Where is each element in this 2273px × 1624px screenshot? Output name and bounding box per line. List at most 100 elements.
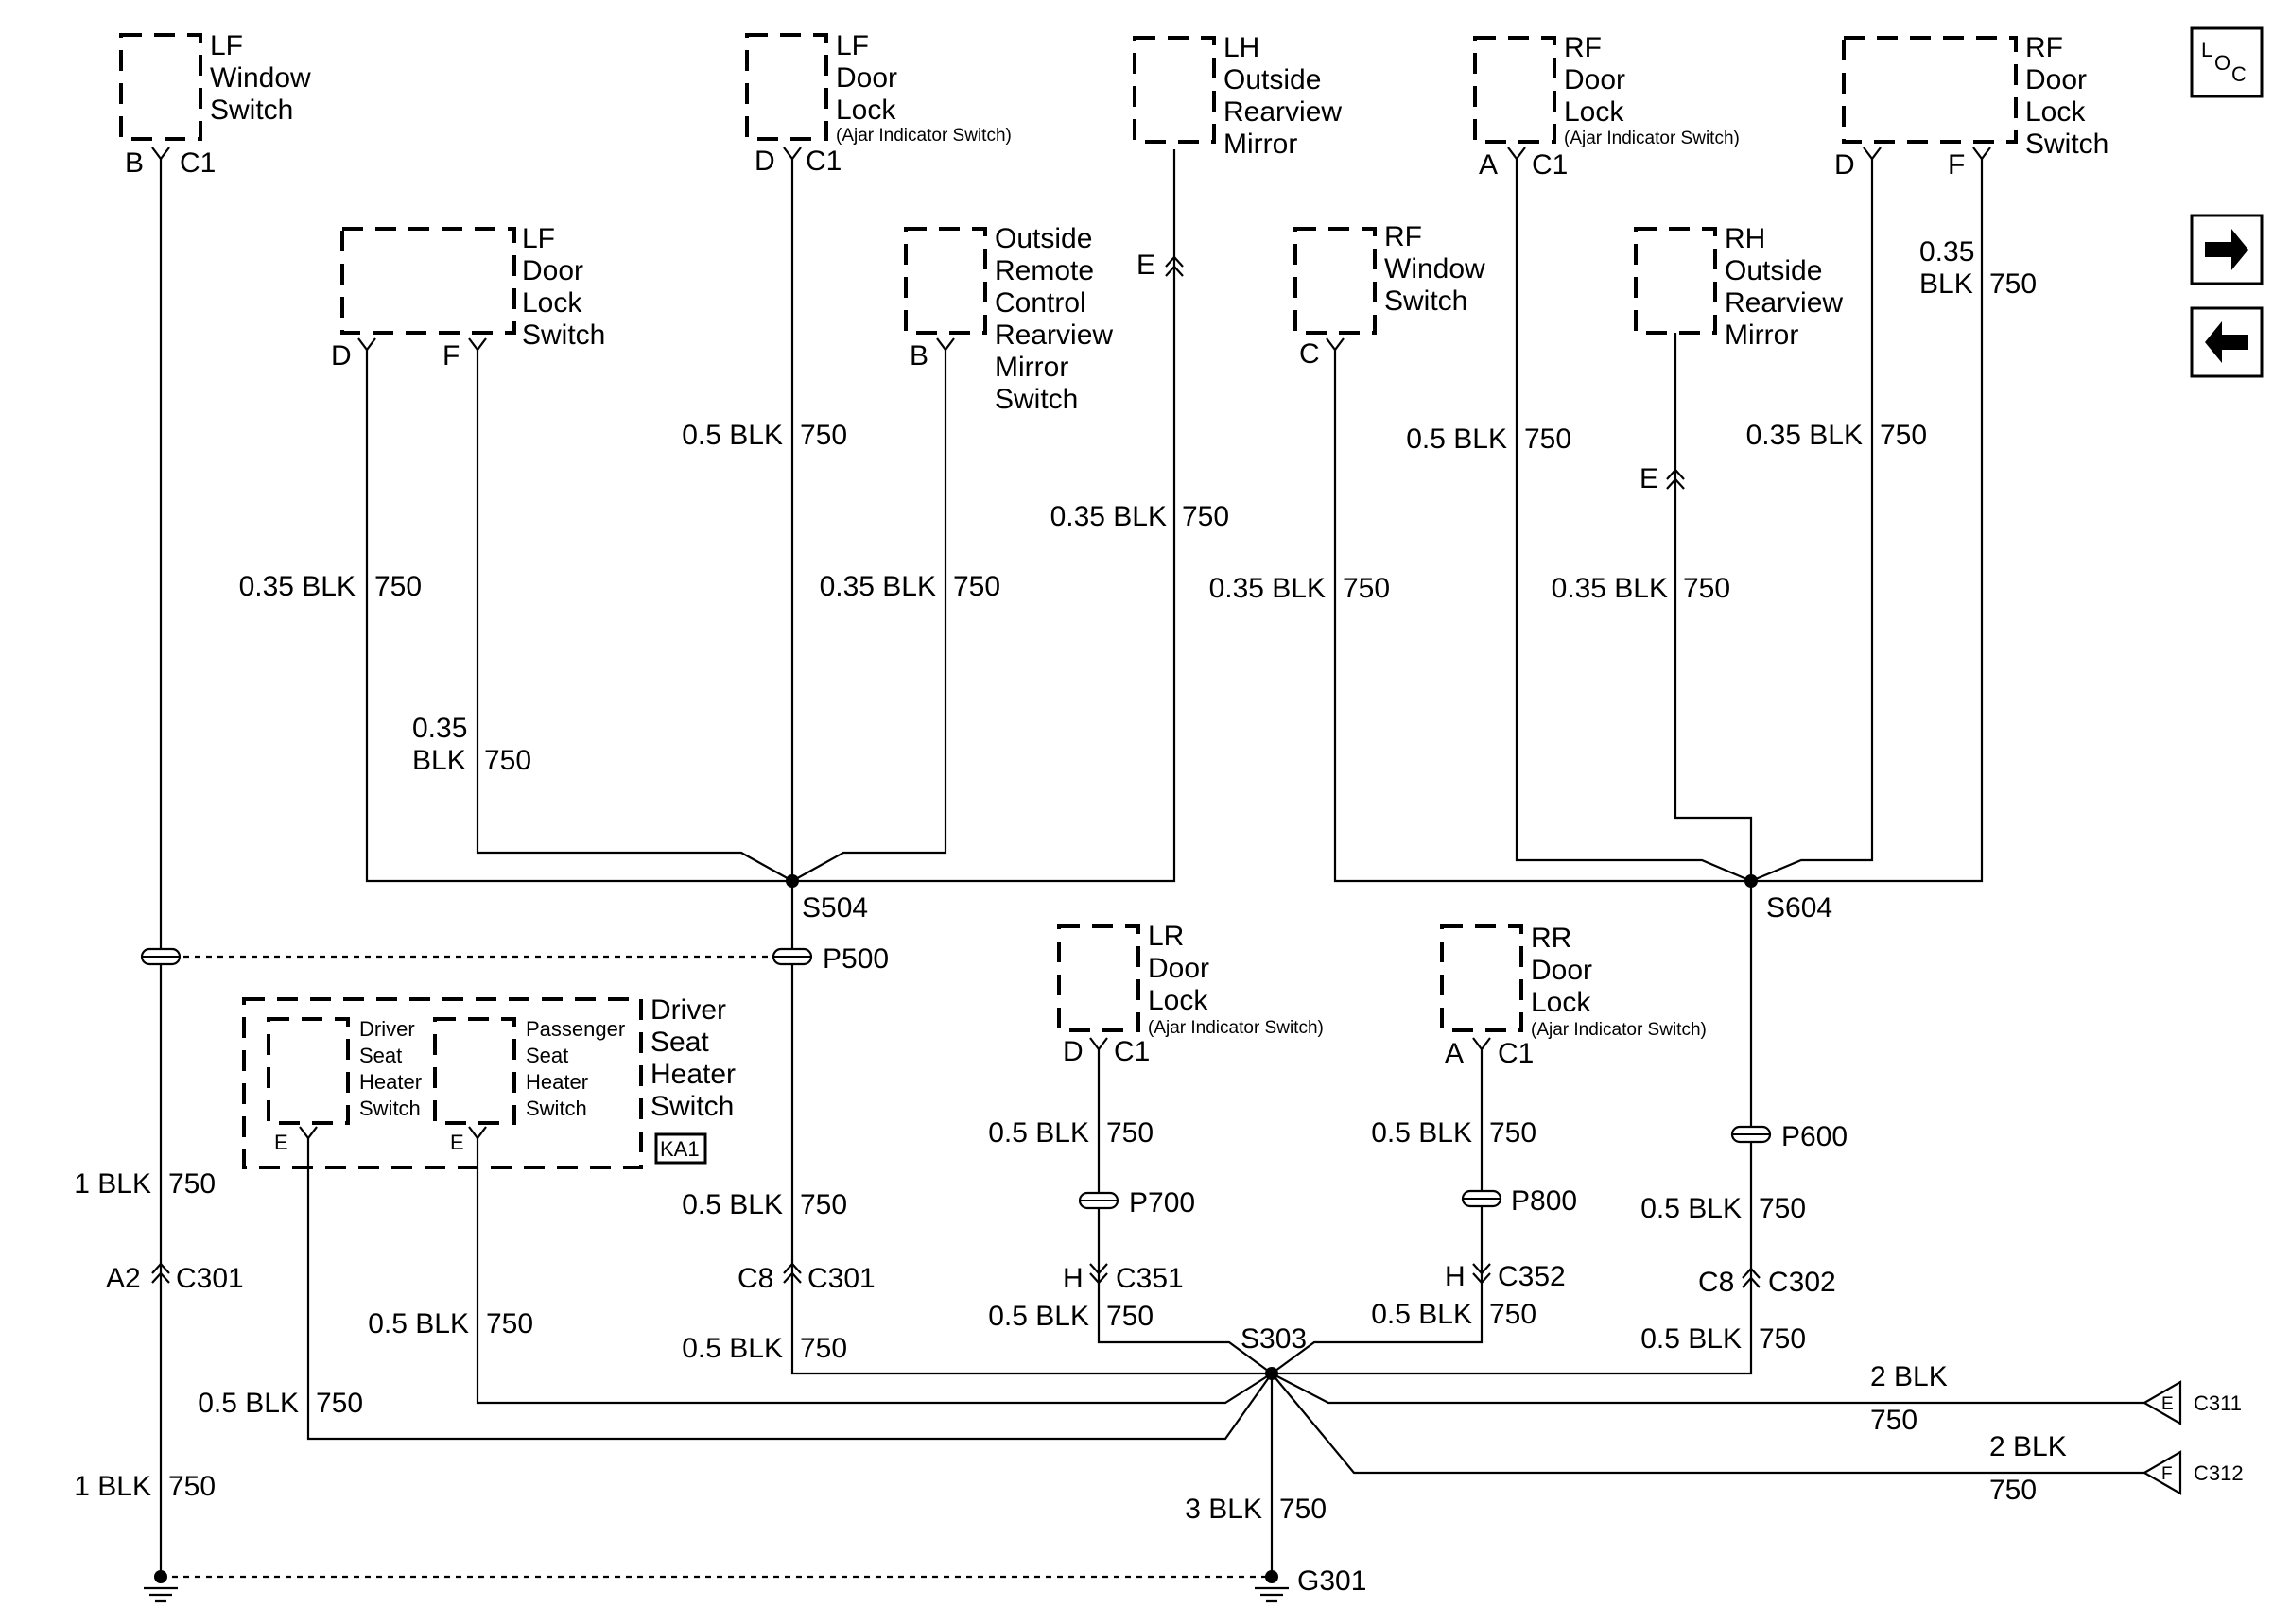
pin-label: A: [1479, 149, 1498, 181]
circuit-label: 750: [1524, 423, 1571, 455]
remote-mirror-switch-label: Remote: [995, 255, 1094, 286]
lr-door-lock-label: LR: [1148, 921, 1184, 952]
wire-gauge-label: 0.35 BLK: [1050, 501, 1167, 532]
circuit-label: 750: [316, 1388, 363, 1419]
circuit-label: 750: [1106, 1117, 1154, 1149]
wire-lf-door-lock: [790, 159, 1272, 1375]
rf-door-lock-label: Door: [1564, 64, 1625, 95]
lf-door-lock-box: [745, 33, 828, 141]
wire-gauge-label: 0.35 BLK: [1552, 573, 1668, 604]
inline-connector-icon: [1089, 1263, 1108, 1285]
splice-label: S604: [1766, 892, 1832, 924]
seat-heater-group-label: Switch: [651, 1091, 734, 1122]
arrow-left-icon[interactable]: [2205, 321, 2248, 363]
wire-gauge-label: 0.5 BLK: [1640, 1193, 1742, 1224]
ajar-indicator-label: (Ajar Indicator Switch): [1531, 1020, 1707, 1040]
inline-connector-icon: [1742, 1267, 1761, 1288]
pin-label: D: [755, 146, 775, 177]
terminal-pin-icon: [936, 337, 955, 352]
circuit-label: 750: [486, 1308, 533, 1339]
inline-connector-icon: [783, 1262, 802, 1284]
lf-door-lock-switch-box: [340, 227, 516, 335]
rf-door-lock-switch-box: [1842, 36, 2018, 144]
splice-s303-dot: [1265, 1367, 1278, 1380]
wire-gauge-label: 3 BLK: [1185, 1494, 1262, 1525]
wire-driver-seat-heater: [306, 1138, 1273, 1441]
remote-mirror-switch-label: Mirror: [995, 352, 1068, 383]
connector-c311-icon: [2142, 1380, 2182, 1425]
circuit-label: 750: [484, 745, 531, 776]
circuit-label: 750: [1106, 1301, 1154, 1332]
circuit-label: 750: [1989, 1475, 2037, 1506]
ajar-indicator-label: (Ajar Indicator Switch): [1564, 129, 1740, 148]
rf-lock-switch-label: RF: [2025, 32, 2063, 63]
connector-label: C312: [2194, 1461, 2244, 1485]
option-code-box: [654, 1132, 707, 1165]
remote-mirror-switch-label: Control: [995, 287, 1086, 319]
wire-passenger-seat-heater: [476, 1138, 1273, 1405]
ground-icon: [1255, 1586, 1289, 1603]
arrow-right-icon[interactable]: [2205, 229, 2248, 270]
terminal-pin-icon: [357, 337, 376, 352]
rf-door-lock-label: Lock: [1564, 96, 1624, 128]
lh-outside-mirror-box: [1133, 36, 1216, 144]
circuit-label: 750: [800, 420, 847, 451]
rf-lock-switch-label: Lock: [2025, 96, 2086, 128]
ground-node-dot: [1265, 1570, 1278, 1583]
lf-door-lock-label: Lock: [836, 95, 896, 126]
lf-lock-switch-label: Lock: [522, 287, 582, 319]
terminal-pin-icon: [151, 147, 170, 161]
loc-button[interactable]: [2190, 26, 2264, 98]
pass-through-connectors: [140, 947, 1772, 1210]
lf-door-lock-label: Door: [836, 62, 897, 94]
wire-gauge-label: 0.5 BLK: [682, 1333, 783, 1364]
wire-labels: 0.35 BLK 0.5 BLK 0.35 BLK 0.35 BLK 0.35 …: [74, 420, 1863, 1525]
circuit-label: 750: [800, 1333, 847, 1364]
wire-rf-lock-switch-d: [1750, 159, 1874, 883]
terminal-pin-icon: [1326, 337, 1345, 352]
wire-gauge-label: 0.5 BLK: [198, 1388, 299, 1419]
passenger-seat-heater-label: Passenger: [526, 1017, 625, 1041]
pin-label: E: [450, 1131, 464, 1154]
pin-label: C1: [1532, 149, 1568, 181]
connector-label: P600: [1781, 1121, 1848, 1152]
wire-s504-bus: [365, 149, 1176, 883]
wire-gauge-label: 2 BLK: [1870, 1361, 1948, 1392]
wire-s604-bus: [1333, 159, 1984, 883]
circuit-label: 750: [1182, 501, 1229, 532]
rf-window-switch-label: RF: [1384, 221, 1422, 252]
connector-label: A2: [106, 1263, 141, 1294]
circuit-label: 750: [168, 1168, 216, 1200]
wire-gauge-label: 0.5 BLK: [1371, 1299, 1472, 1330]
seat-heater-switch-group-box: [242, 997, 643, 1169]
loc-letter-c: C: [2231, 62, 2247, 86]
wire-lf-lock-switch-f: [476, 350, 793, 882]
driver-seat-heater-switch-box: [267, 1017, 350, 1125]
lf-window-switch-label: Switch: [210, 95, 293, 126]
splice-label: S504: [802, 892, 868, 924]
seat-heater-group-label: Seat: [651, 1027, 709, 1058]
wire-gauge-label: 0.5 BLK: [368, 1308, 469, 1339]
wire-gauge-label: 0.5 BLK: [682, 1189, 783, 1220]
lr-door-lock-label: Door: [1148, 953, 1209, 984]
rf-lock-switch-label: Door: [2025, 64, 2087, 95]
wire-gauge-label: 0.5 BLK: [682, 420, 783, 451]
pin-terminals: [151, 147, 1991, 1140]
rr-door-lock-box: [1440, 924, 1523, 1032]
rf-window-switch-box: [1293, 227, 1377, 335]
splice-label: S303: [1241, 1323, 1307, 1355]
connector-pin-label: E: [2161, 1394, 2174, 1414]
connector-label: C351: [1116, 1263, 1184, 1294]
circuit-label: 750: [953, 571, 1000, 602]
wire-gauge-label: 1 BLK: [74, 1168, 151, 1200]
wire-gauge-label: 0.5 BLK: [1640, 1323, 1742, 1355]
rh-mirror-label: Mirror: [1725, 320, 1798, 351]
pin-label: B: [910, 340, 928, 371]
pin-label: D: [331, 340, 352, 371]
wire-rf-door-lock: [1515, 159, 1752, 883]
pin-label: C1: [806, 146, 842, 177]
connector-label: H: [1063, 1263, 1084, 1294]
node-labels: S504 S604 S303 P500 P600 P700 P800 A2 C3…: [106, 892, 2244, 1597]
ajar-indicator-label: (Ajar Indicator Switch): [836, 126, 1012, 146]
inline-connector-icon: [1472, 1263, 1491, 1285]
